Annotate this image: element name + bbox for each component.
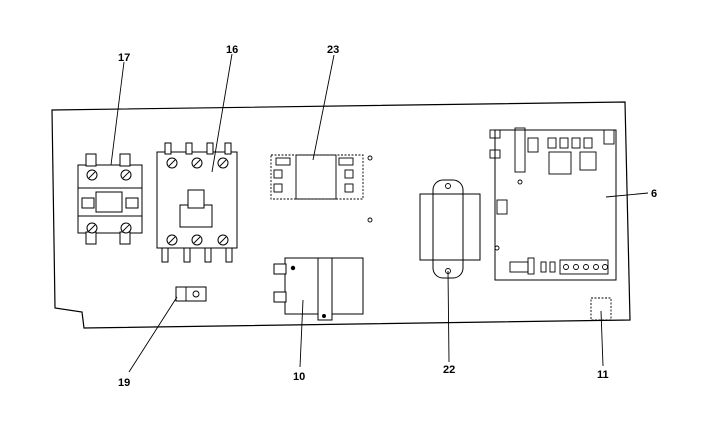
callout-6: 6 [651,188,657,200]
callout-10: 10 [293,371,305,383]
transformer-22 [419,179,481,279]
control-board-6 [489,127,617,281]
callout-19: 19 [118,377,130,389]
contactor-16 [156,142,238,263]
relay-23 [270,154,373,223]
callout-16: 16 [226,44,238,56]
callout-22: 22 [443,364,455,376]
callout-23: 23 [327,44,339,56]
transformer-10 [273,257,364,321]
callout-11: 11 [597,369,609,381]
callout-17: 17 [118,52,130,64]
control-panel [51,101,631,329]
ground-lug-19 [175,286,207,302]
contactor-17 [77,153,143,245]
